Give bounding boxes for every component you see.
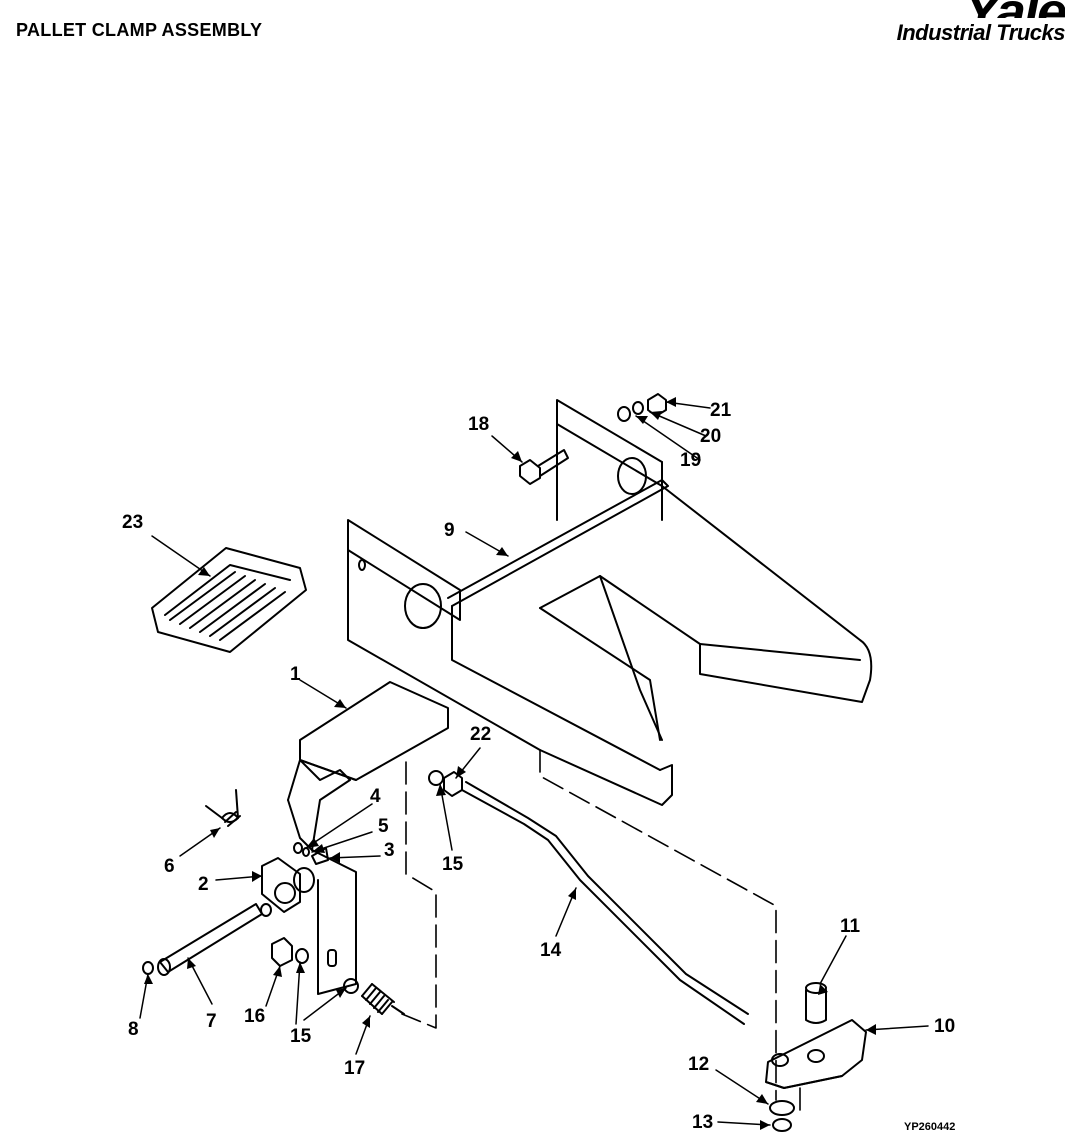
callout-4: 4 — [370, 786, 381, 807]
callout-10: 10 — [934, 1016, 955, 1037]
frame-part — [347, 399, 873, 806]
nut-part — [271, 937, 293, 967]
torsion-spring-part — [205, 789, 241, 827]
callout-21: 21 — [710, 400, 732, 421]
callout-11: 11 — [840, 916, 861, 937]
lockwasher-part — [632, 401, 644, 415]
callout-17: 17 — [344, 1058, 365, 1079]
washer-part — [293, 842, 303, 854]
reference-code: YP260442 — [904, 1121, 955, 1133]
snap-ring-part — [142, 961, 154, 975]
callout-16: 16 — [244, 1006, 265, 1027]
washer-part — [617, 406, 631, 422]
lockwasher-part — [302, 847, 310, 857]
callout-6: 6 — [164, 856, 175, 877]
callout-19: 19 — [680, 450, 701, 471]
callout-15: 15 — [442, 854, 464, 875]
brand-subtitle: Industrial Trucks — [896, 20, 1066, 45]
arrowheads — [144, 397, 876, 1130]
brand-wordmark: Yale — [897, 0, 1065, 18]
pedal-pad-part — [151, 547, 307, 653]
retaining-ring-part — [772, 1118, 792, 1132]
callout-8: 8 — [128, 1019, 139, 1040]
callout-22: 22 — [470, 724, 491, 745]
callout-23: 23 — [122, 512, 143, 533]
callout-7: 7 — [206, 1011, 217, 1032]
callout-14: 14 — [540, 940, 562, 961]
callout-12: 12 — [688, 1054, 709, 1075]
callout-5: 5 — [378, 816, 389, 837]
bolt-part — [519, 449, 569, 485]
bushing-bracket-part — [261, 857, 301, 913]
callout-1: 1 — [290, 664, 301, 685]
callout-15: 15 — [290, 1026, 312, 1047]
washer-part — [769, 1100, 795, 1116]
callout-18: 18 — [468, 414, 489, 435]
washer-part — [295, 948, 309, 964]
brand-logo: Yale Industrial Trucks — [896, 0, 1066, 46]
callout-3: 3 — [384, 840, 395, 861]
callout-2: 2 — [198, 874, 209, 895]
alignment-lines — [401, 749, 801, 1111]
page-title: PALLET CLAMP ASSEMBLY — [16, 20, 263, 40]
washer-part — [428, 770, 444, 786]
callout-13: 13 — [692, 1112, 713, 1133]
compression-spring-part — [361, 983, 405, 1015]
pedal-part — [287, 681, 449, 995]
shaft-part — [157, 903, 272, 976]
clamp-arm-part — [765, 1019, 867, 1089]
washer-part — [343, 978, 359, 994]
rod-part — [461, 781, 749, 1025]
callout-9: 9 — [444, 520, 455, 541]
pin-part — [805, 982, 827, 1024]
nut-part — [647, 393, 667, 417]
callout-20: 20 — [700, 426, 721, 447]
